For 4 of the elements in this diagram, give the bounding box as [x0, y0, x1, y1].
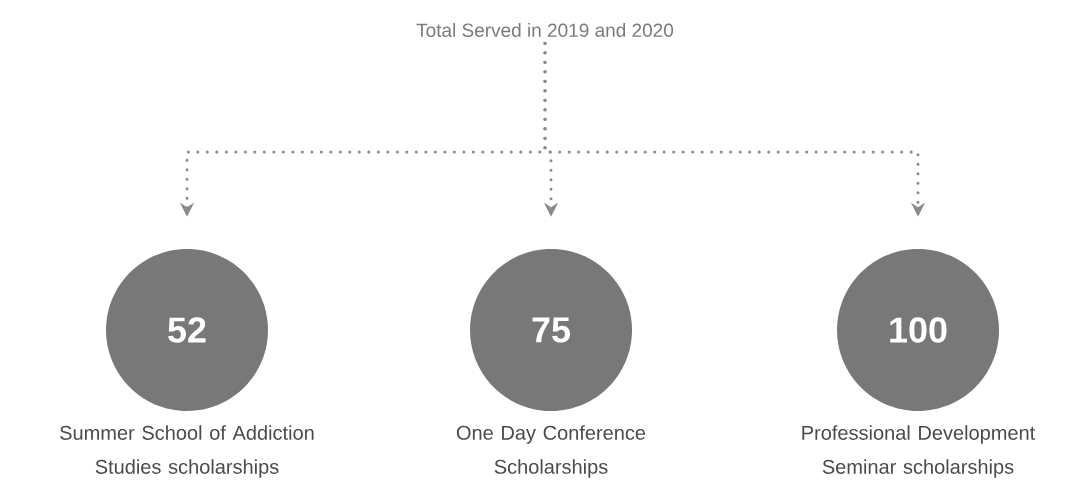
node-label: Summer School of Addiction Studies scholarships — [60, 425, 314, 478]
node-label: One Day Conference Scholarships — [456, 425, 646, 478]
node-label: Professional Development Seminar scholarships — [802, 425, 1036, 478]
heading: Total Served in 2019 and 2020 — [416, 23, 674, 37]
